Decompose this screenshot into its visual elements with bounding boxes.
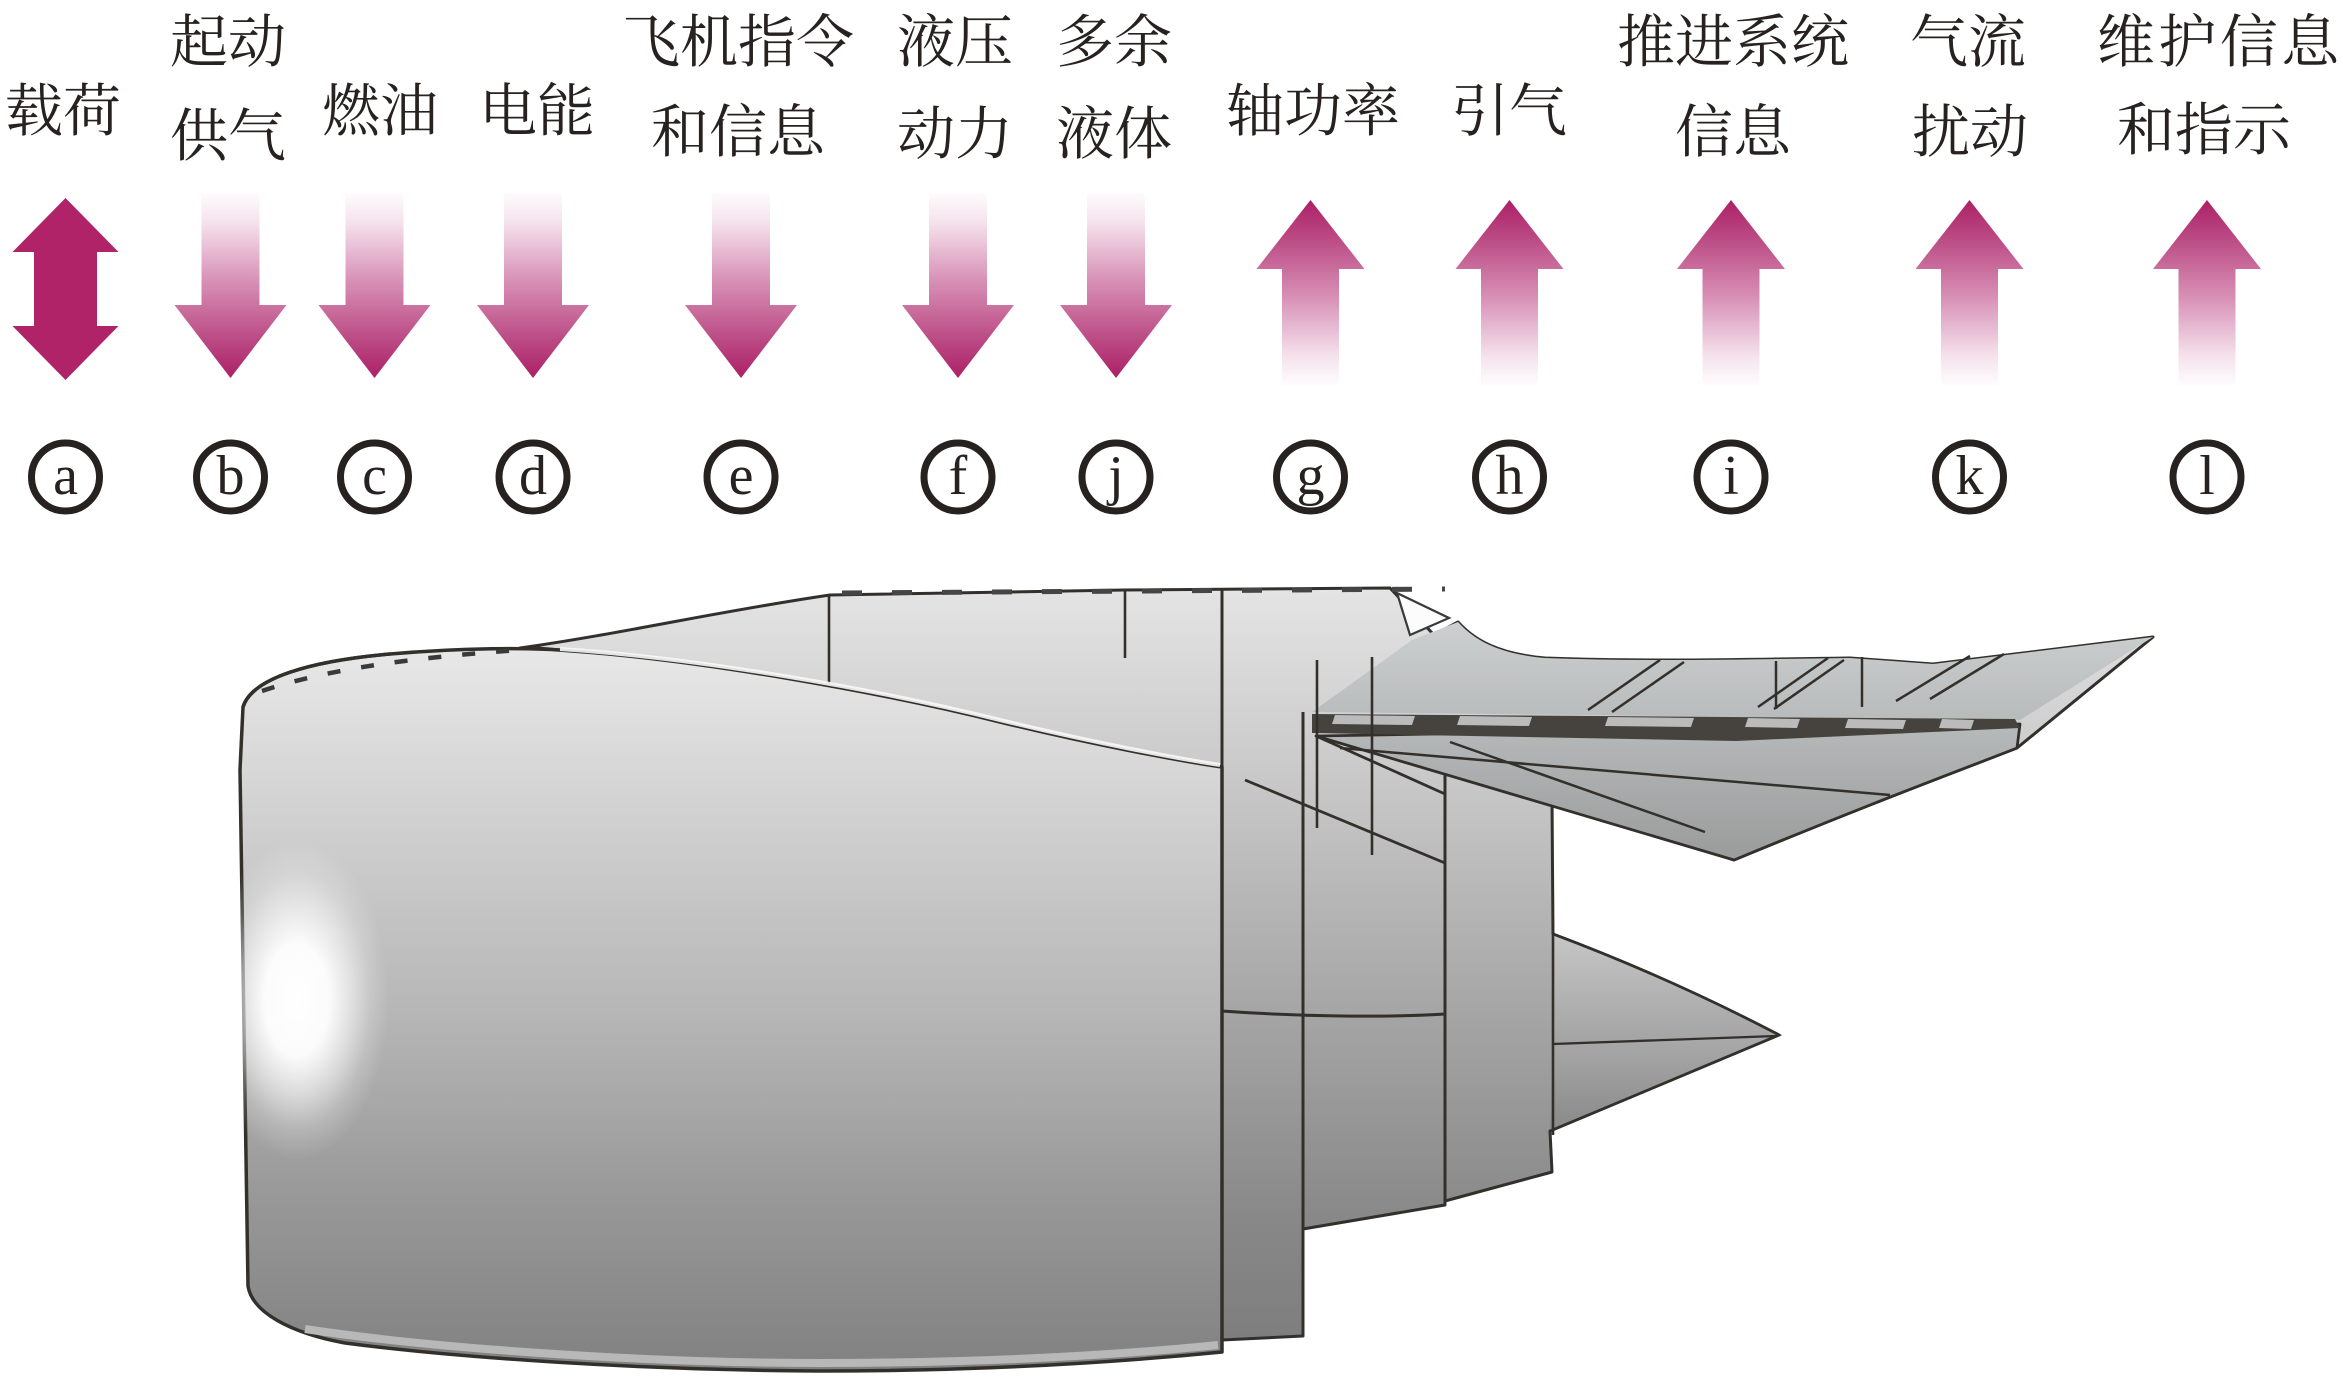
svg-text:h: h [1496, 445, 1524, 507]
svg-text:d: d [519, 445, 547, 507]
svg-text:g: g [1297, 445, 1325, 507]
svg-text:j: j [1106, 445, 1124, 507]
svg-text:e: e [729, 445, 754, 507]
svg-text:f: f [949, 445, 968, 507]
svg-text:a: a [53, 445, 78, 507]
svg-text:l: l [2199, 445, 2215, 507]
svg-text:c: c [362, 445, 387, 507]
svg-text:i: i [1723, 445, 1739, 507]
svg-text:k: k [1956, 445, 1984, 507]
svg-text:b: b [217, 445, 245, 507]
